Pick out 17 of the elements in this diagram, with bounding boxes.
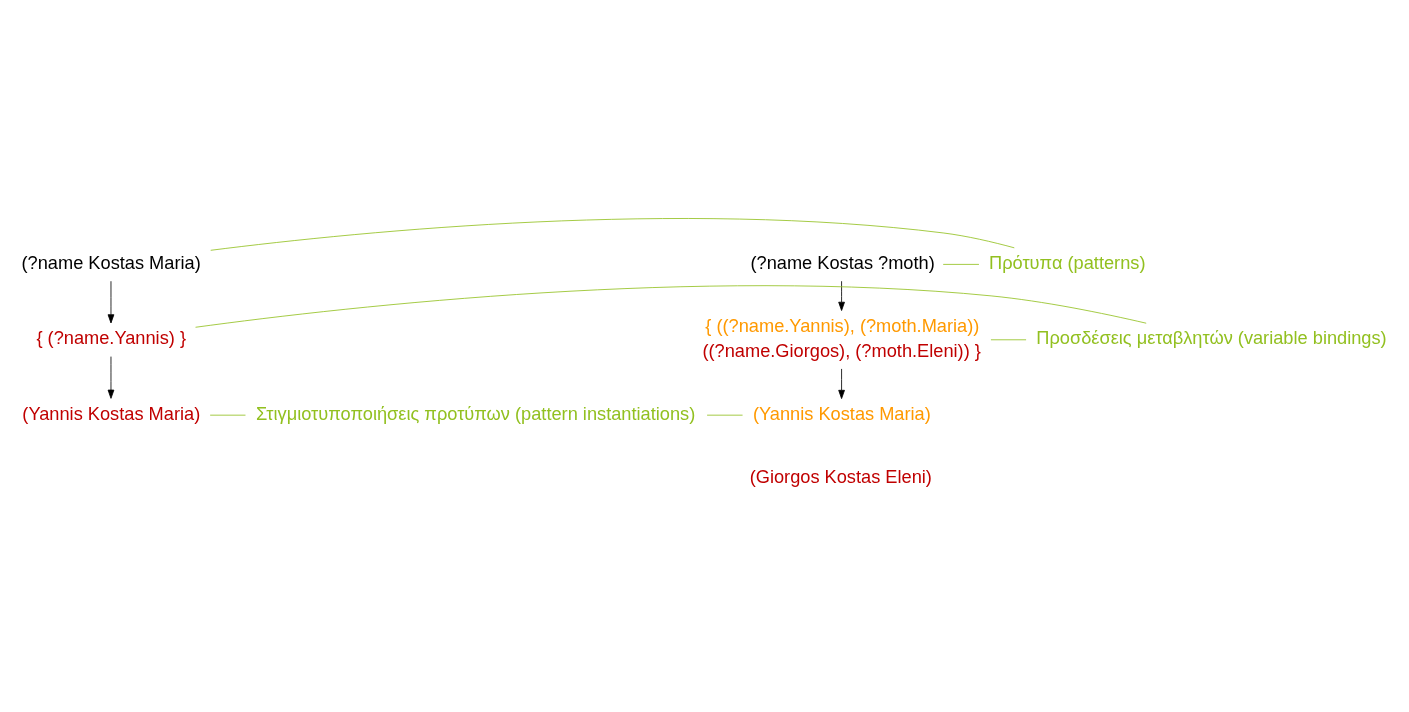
connector: [210, 217, 1015, 251]
node-text: { ((?name.Yannis), (?moth.Maria)) ((?name.Giorgos), (?moth.Eleni)) }: [702, 315, 981, 361]
node-text: { (?name.Yannis) }: [36, 327, 186, 348]
node-text: Προσδέσεις μεταβλητών (variable bindings): [1036, 327, 1387, 348]
node-text: (?name Kostas Maria): [21, 252, 201, 273]
connector: [195, 284, 1147, 328]
node-text: (?name Kostas ?moth): [750, 252, 935, 273]
node-text: (Giorgos Kostas Eleni): [749, 466, 932, 487]
arrow: [107, 355, 115, 399]
node-text: Στιγμιοτυποποιήσεις προτύπων (pattern instantiations): [255, 403, 696, 424]
node-text: (Yannis Kostas Maria): [752, 403, 931, 424]
node-text: Πρότυπα (patterns): [989, 252, 1146, 273]
node-text: (Yannis Kostas Maria): [22, 403, 201, 424]
arrow: [107, 280, 115, 323]
arrow: [838, 280, 845, 311]
connector: [942, 263, 980, 265]
arrow: [838, 368, 845, 399]
